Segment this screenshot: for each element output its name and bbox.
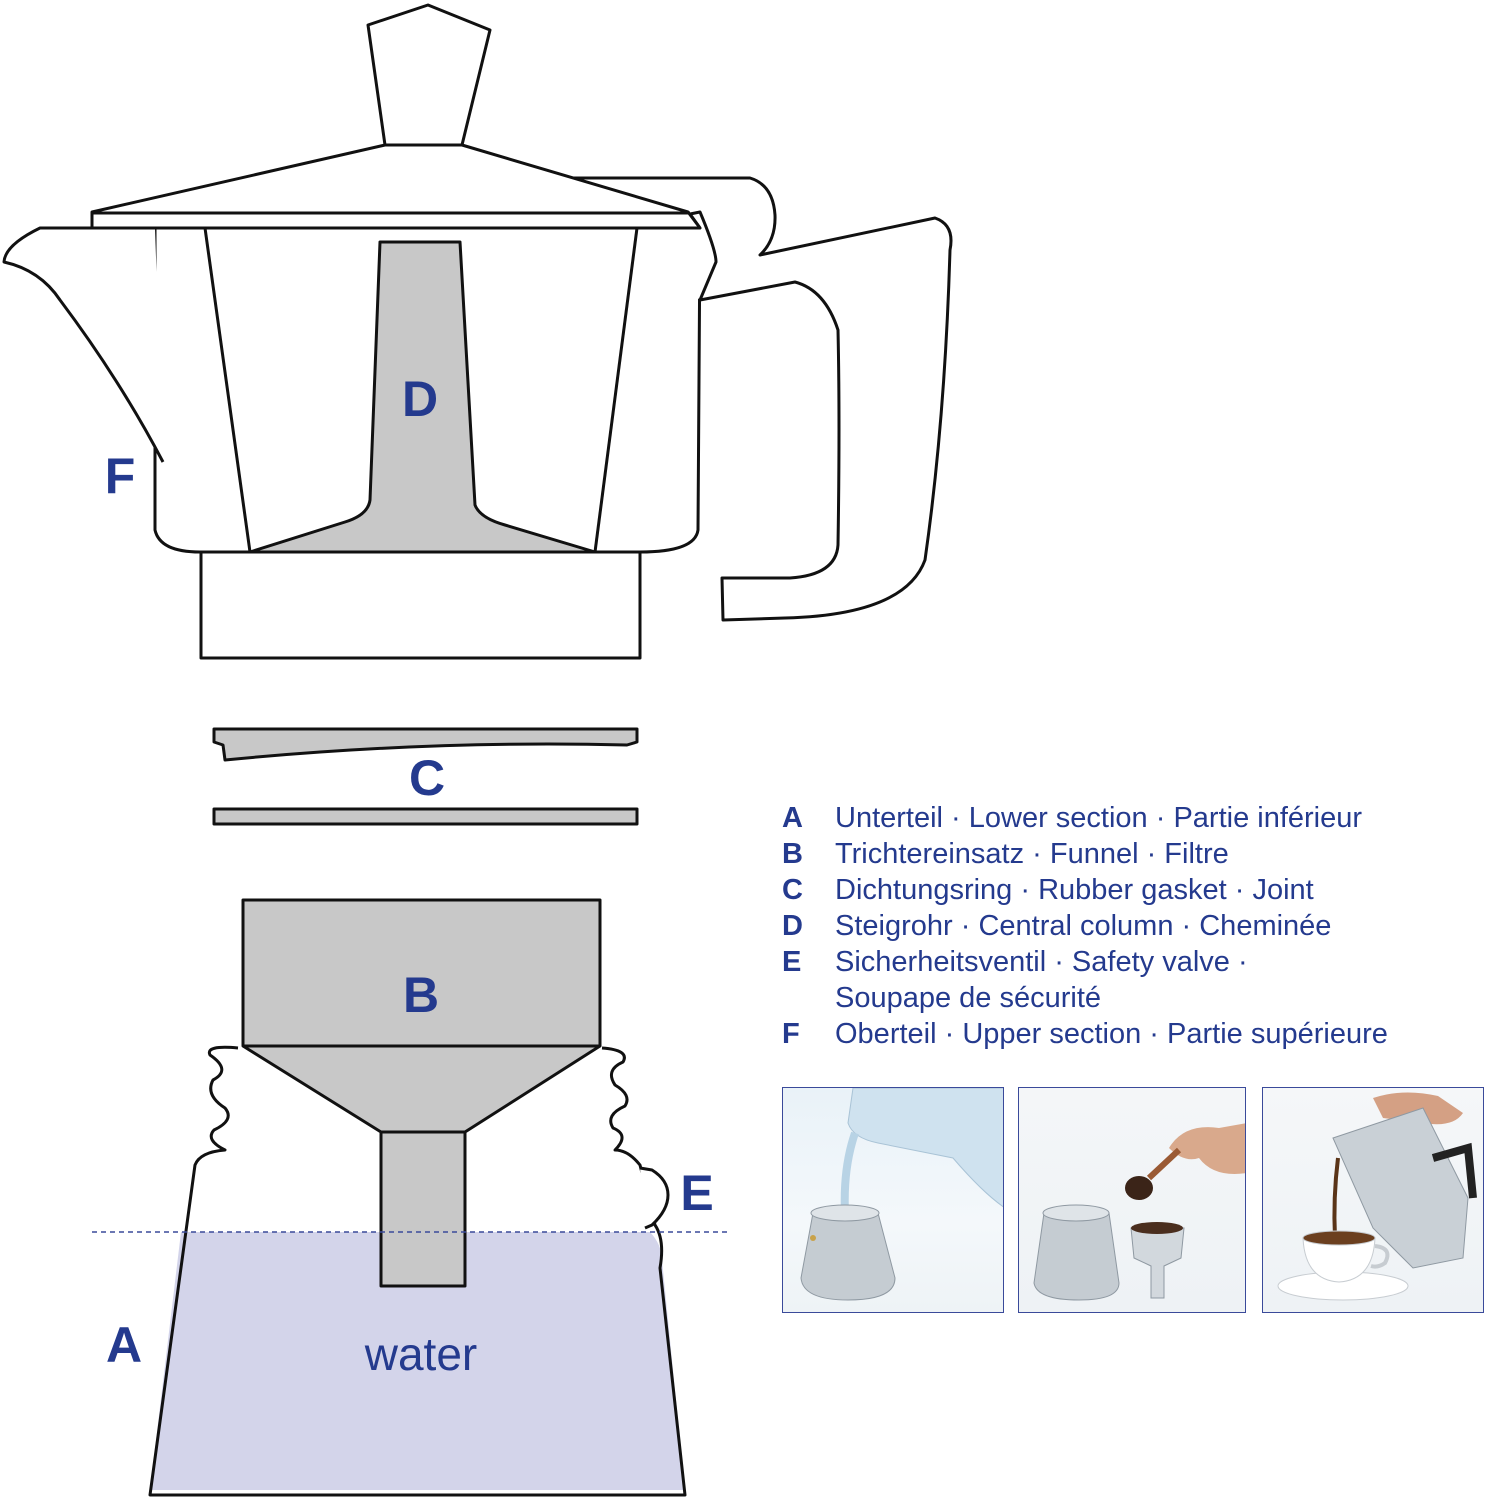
parts-legend: A Unterteil · Lower section · Partie inf… <box>782 800 1462 1052</box>
legend-letter <box>782 980 835 1016</box>
moka-base-rim <box>1042 1204 1110 1222</box>
spout <box>2 226 165 463</box>
lid-knob <box>366 3 492 147</box>
hand <box>1169 1123 1245 1174</box>
cup-rim <box>1302 1230 1376 1246</box>
lower-section-body <box>148 1045 687 1497</box>
water-area <box>150 1232 685 1490</box>
cup <box>1302 1237 1376 1283</box>
coffee-scoop <box>1125 1176 1153 1200</box>
photo-pouring-coffee <box>1262 1087 1484 1313</box>
legend-row-f: F Oberteil · Upper section · Partie supé… <box>782 1016 1462 1052</box>
legend-text: Sicherheitsventil · Safety valve · <box>835 946 1248 978</box>
water-stream <box>840 1131 859 1214</box>
moka-base <box>1033 1212 1120 1301</box>
water-jug <box>847 1088 1003 1208</box>
label-d: D <box>402 371 438 427</box>
legend-row-d: D Steigrohr · Central column · Cheminée <box>782 908 1462 944</box>
legend-text: Steigrohr · Central column · Cheminée <box>835 910 1332 942</box>
gasket-top <box>212 727 639 762</box>
upper-section-base <box>199 550 642 660</box>
legend-text: Soupape de sécurité <box>835 982 1102 1014</box>
safety-valve-dot <box>810 1235 816 1241</box>
legend-text: Unterteil · Lower section · Partie infér… <box>835 802 1363 834</box>
handle-bracket <box>688 210 718 301</box>
moka-pot <box>1332 1107 1469 1269</box>
legend-text: Oberteil · Upper section · Partie supéri… <box>835 1018 1388 1050</box>
legend-row-b: B Trichtereinsatz · Funnel · Filtre <box>782 836 1462 872</box>
legend-row-e-continued: Soupape de sécurité <box>782 980 1462 1016</box>
legend-letter: A <box>782 802 803 834</box>
label-e: E <box>680 1165 713 1221</box>
legend-letter: B <box>782 838 803 870</box>
photo-pouring-water <box>782 1087 1004 1313</box>
ground-coffee <box>1131 1222 1183 1234</box>
photo-filling-funnel <box>1018 1087 1246 1313</box>
funnel-with-coffee <box>1130 1227 1185 1299</box>
label-f: F <box>105 448 136 504</box>
hand <box>1373 1092 1463 1125</box>
legend-row-c: C Dichtungsring · Rubber gasket · Joint <box>782 872 1462 908</box>
handle <box>560 176 953 622</box>
moka-handle <box>1431 1142 1477 1199</box>
legend-row-a: A Unterteil · Lower section · Partie inf… <box>782 800 1462 836</box>
moka-base <box>800 1212 896 1301</box>
inner-panel-right <box>593 227 639 553</box>
moka-base-rim <box>810 1204 880 1222</box>
legend-letter: E <box>782 946 802 978</box>
legend-text: Dichtungsring · Rubber gasket · Joint <box>835 874 1314 906</box>
label-a: A <box>106 1317 142 1373</box>
legend-text: Trichtereinsatz · Funnel · Filtre <box>835 838 1229 870</box>
legend-letter: D <box>782 910 803 942</box>
legend-row-e: E Sicherheitsventil · Safety valve · <box>782 944 1462 980</box>
label-b: B <box>403 967 439 1023</box>
gasket-bottom <box>212 807 639 826</box>
funnel <box>241 898 602 1288</box>
safety-valve <box>639 1166 670 1230</box>
measuring-spoon <box>1146 1147 1182 1181</box>
inner-panel-left <box>203 227 252 553</box>
coffee-stream <box>1332 1157 1340 1239</box>
label-c: C <box>409 750 445 806</box>
cup-handle <box>1370 1244 1390 1269</box>
legend-letter: C <box>782 874 803 906</box>
water-label: water <box>364 1328 477 1380</box>
legend-letter: F <box>782 1018 800 1050</box>
